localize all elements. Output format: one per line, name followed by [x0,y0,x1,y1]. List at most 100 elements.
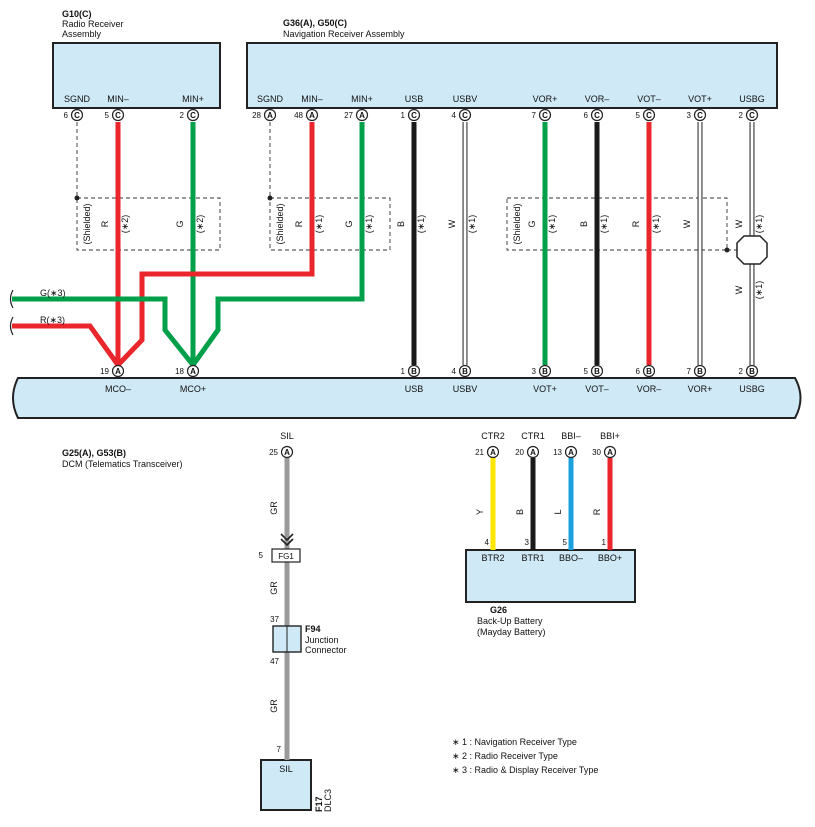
note-mark-8: (∗1) [599,215,609,234]
fg1-connector [271,548,301,563]
g10-pin-0-label: SGND [64,94,91,104]
fg1-pin: 5 [259,551,264,560]
dcm-top-pin-0-conn: A [115,367,121,376]
splice-octagon [736,235,768,265]
f94-pin-top: 37 [270,615,279,624]
left-wire-red-label: R(∗3) [40,315,65,325]
g36-pin-2-circle [355,108,369,122]
dcm-top-pin-0-label: MCO– [105,384,131,394]
note-mark-5: (∗1) [416,215,426,234]
legend-3: ∗ 3 : Radio & Display Receiver Type [452,765,598,775]
shield-box-nav-video [506,197,728,251]
dcm-top-pin-7-conn: B [697,367,703,376]
g36-pin-3-number: 1 [401,111,406,120]
dcm-top-pin-4-number: 3 [532,367,537,376]
g10-code: G10(C) [62,9,92,19]
shield-node-video [724,247,730,253]
dcm-top-pin-5-conn: B [594,367,600,376]
dcm-code: G25(A), G53(B) [62,448,126,458]
g26-pin-label-2: BBO– [559,553,583,563]
wire-color-r-2: R [294,220,304,227]
g36-pin-3-label: USB [405,94,424,104]
wire-color-y: Y [475,509,485,515]
g10-pin-2-number: 2 [180,111,185,120]
g36-pin-1-label: MIN– [301,94,323,104]
dcm-top-pin-4-conn: B [542,367,548,376]
chevron-down-icon [280,533,294,547]
radio-receiver-box [52,42,221,109]
dcm-top-pin-3-label: USBV [453,384,478,394]
g10-pin-0-conn: C [74,111,80,120]
g26-pin-label-0: BTR2 [481,553,504,563]
legend-2: ∗ 2 : Radio Receiver Type [452,751,558,761]
g36-pin-7-conn: C [646,111,652,120]
shielded-label-radio: (Shielded) [82,203,92,244]
note-mark-11: (∗1) [754,281,764,300]
g10-pin-1-number: 5 [105,111,110,120]
g10-pin-2-conn: C [190,111,196,120]
g36-code: G36(A), G50(C) [283,18,347,28]
dcm-top-pin-6-circle [642,364,656,378]
g10-pin-0-number: 6 [64,111,69,120]
g36-pin-0-number: 28 [252,111,261,120]
g36-pin-5-number: 7 [532,111,537,120]
legend-1: ∗ 1 : Navigation Receiver Type [452,737,577,747]
g36-pin-8-number: 3 [687,111,692,120]
g26-code: G26 [490,605,507,615]
dcm-top-pin-7-circle [693,364,707,378]
wire-color-r-3: R [631,220,641,227]
wire-color-w-3: W [734,219,744,228]
dcm-bottom-pin-2-conn: A [530,448,536,457]
wire-color-w-2: W [682,219,692,228]
dcm-bottom-pin-2-number: 20 [515,448,524,457]
dcm-top-pin-1-label: MCO+ [180,384,206,394]
dcm-name: DCM (Telematics Transceiver) [62,459,183,469]
fg1-label: FG1 [278,552,294,561]
dcm-top-pin-5-label: VOT– [585,384,609,394]
dcm-top-pin-1-number: 18 [175,367,184,376]
dcm-box [12,377,802,419]
wire-color-b-3: B [515,509,525,515]
dcm-top-pin-4-label: VOT+ [533,384,557,394]
g36-pin-9-circle [745,108,759,122]
wire-color-b-1: B [396,221,406,227]
g36-pin-2-number: 27 [344,111,353,120]
g36-pin-6-circle [590,108,604,122]
g26-pin-number-3: 1 [602,538,607,547]
g10-pin-2-circle [186,108,200,122]
g36-pin-4-circle [458,108,472,122]
dcm-top-pin-1-conn: A [190,367,196,376]
g10-pin-0: C6 SGND [64,94,91,122]
g36-pin-9-label: USBG [739,94,765,104]
g10-pin-1-label: MIN– [107,94,129,104]
g36-pin-0-circle [263,108,277,122]
g26-name-2: (Mayday Battery) [477,627,546,637]
wire-left-red [12,323,121,367]
wire-color-b-2: B [579,221,589,227]
dcm-bottom-pin-1-circle [486,445,500,459]
note-mark-7: (∗1) [547,215,557,234]
g10-pin-2-label: MIN+ [182,94,204,104]
dcm-top-pin-8-number: 2 [739,367,744,376]
f94-pin-bottom: 47 [270,657,279,666]
g36-pin-4-conn: C [462,111,468,120]
wire-color-w-4: W [734,285,744,294]
wire-break-mark-1 [9,289,14,309]
dcm-top-pin-3-number: 4 [452,367,457,376]
